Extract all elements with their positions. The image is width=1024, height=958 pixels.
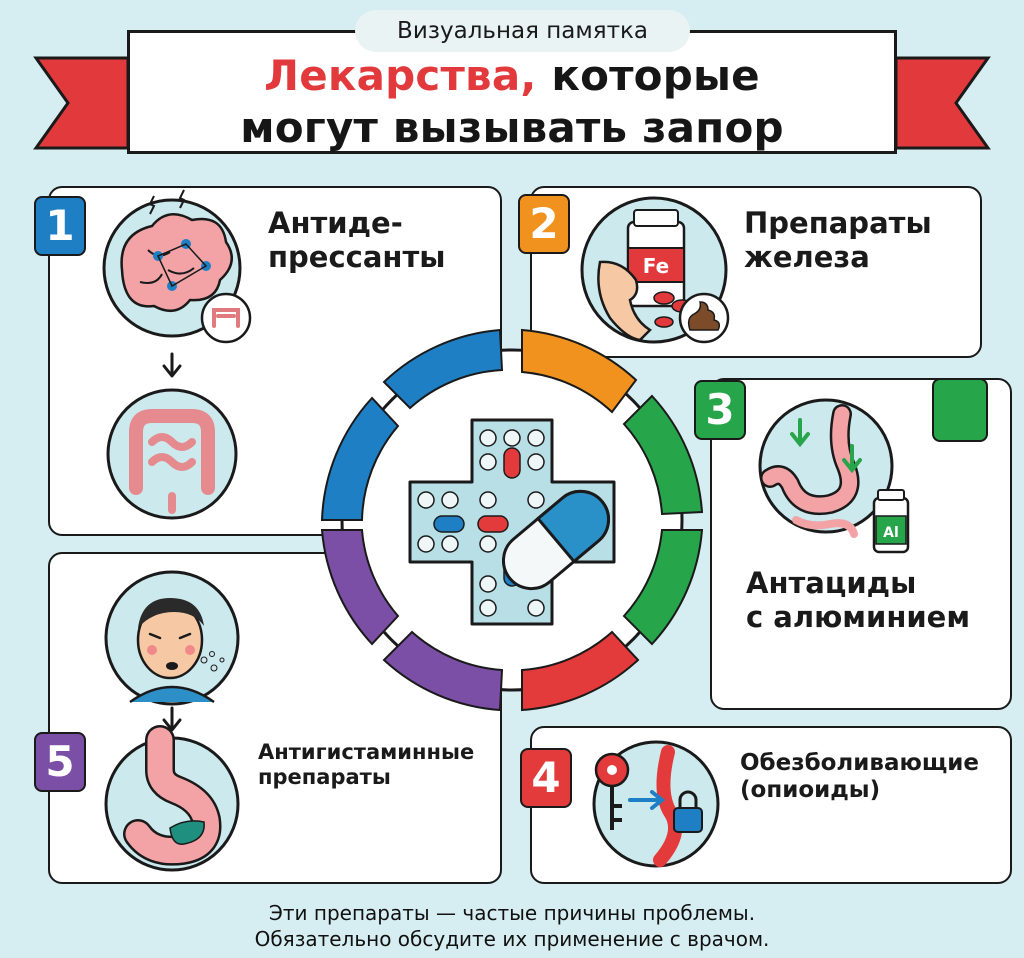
title-highlight: Лекарства,	[264, 51, 537, 100]
capsule-icon	[501, 489, 611, 591]
label-opioids: Обезболивающие (опиоиды)	[740, 750, 979, 804]
ribbon-right	[896, 56, 991, 150]
subtitle: Визуальная памятка	[355, 10, 690, 52]
arrow-down-icon	[162, 352, 182, 378]
brain-icon	[102, 189, 252, 344]
stomach-icon	[758, 398, 894, 538]
intestine-icon	[106, 388, 238, 520]
title-part-1: которые	[536, 51, 760, 100]
page-title: Лекарства, которые могут вызывать запор	[127, 50, 897, 154]
sneezing-face-icon	[104, 570, 240, 706]
badge-number-3: 3	[694, 380, 746, 440]
bottle-icon: Al	[872, 489, 910, 554]
badge-number-5: 5	[34, 732, 86, 792]
title-part-2: могут вызывать запор	[240, 103, 784, 152]
key-icon	[592, 740, 720, 868]
pill-blister-icon	[408, 418, 616, 626]
badge-number-1: 1	[34, 196, 86, 256]
label-antihistamines: Антигистаминные препараты	[258, 740, 475, 789]
label-antidepressants: Антиде- прессанты	[268, 206, 446, 275]
footer-note: Эти препараты — частые причины проблемы.…	[0, 900, 1024, 952]
stool-icon	[678, 292, 730, 344]
badge-number-2: 2	[518, 194, 570, 254]
badge-number-4: 4	[520, 748, 572, 808]
al-label: Al	[883, 525, 899, 541]
label-antacids: Антациды с алюминием	[746, 566, 971, 635]
stomach-icon	[104, 725, 240, 872]
fe-label: Fe	[643, 254, 669, 278]
ribbon-left	[33, 56, 128, 150]
footer-line-1: Эти препараты — частые причины проблемы.	[268, 901, 756, 925]
footer-line-2: Обязательно обсудите их применение с вра…	[254, 927, 770, 951]
label-iron: Препараты железа	[744, 206, 932, 275]
lock-icon	[673, 790, 703, 833]
arrow-down-icon	[162, 706, 182, 732]
badge-blank-green	[932, 378, 988, 442]
